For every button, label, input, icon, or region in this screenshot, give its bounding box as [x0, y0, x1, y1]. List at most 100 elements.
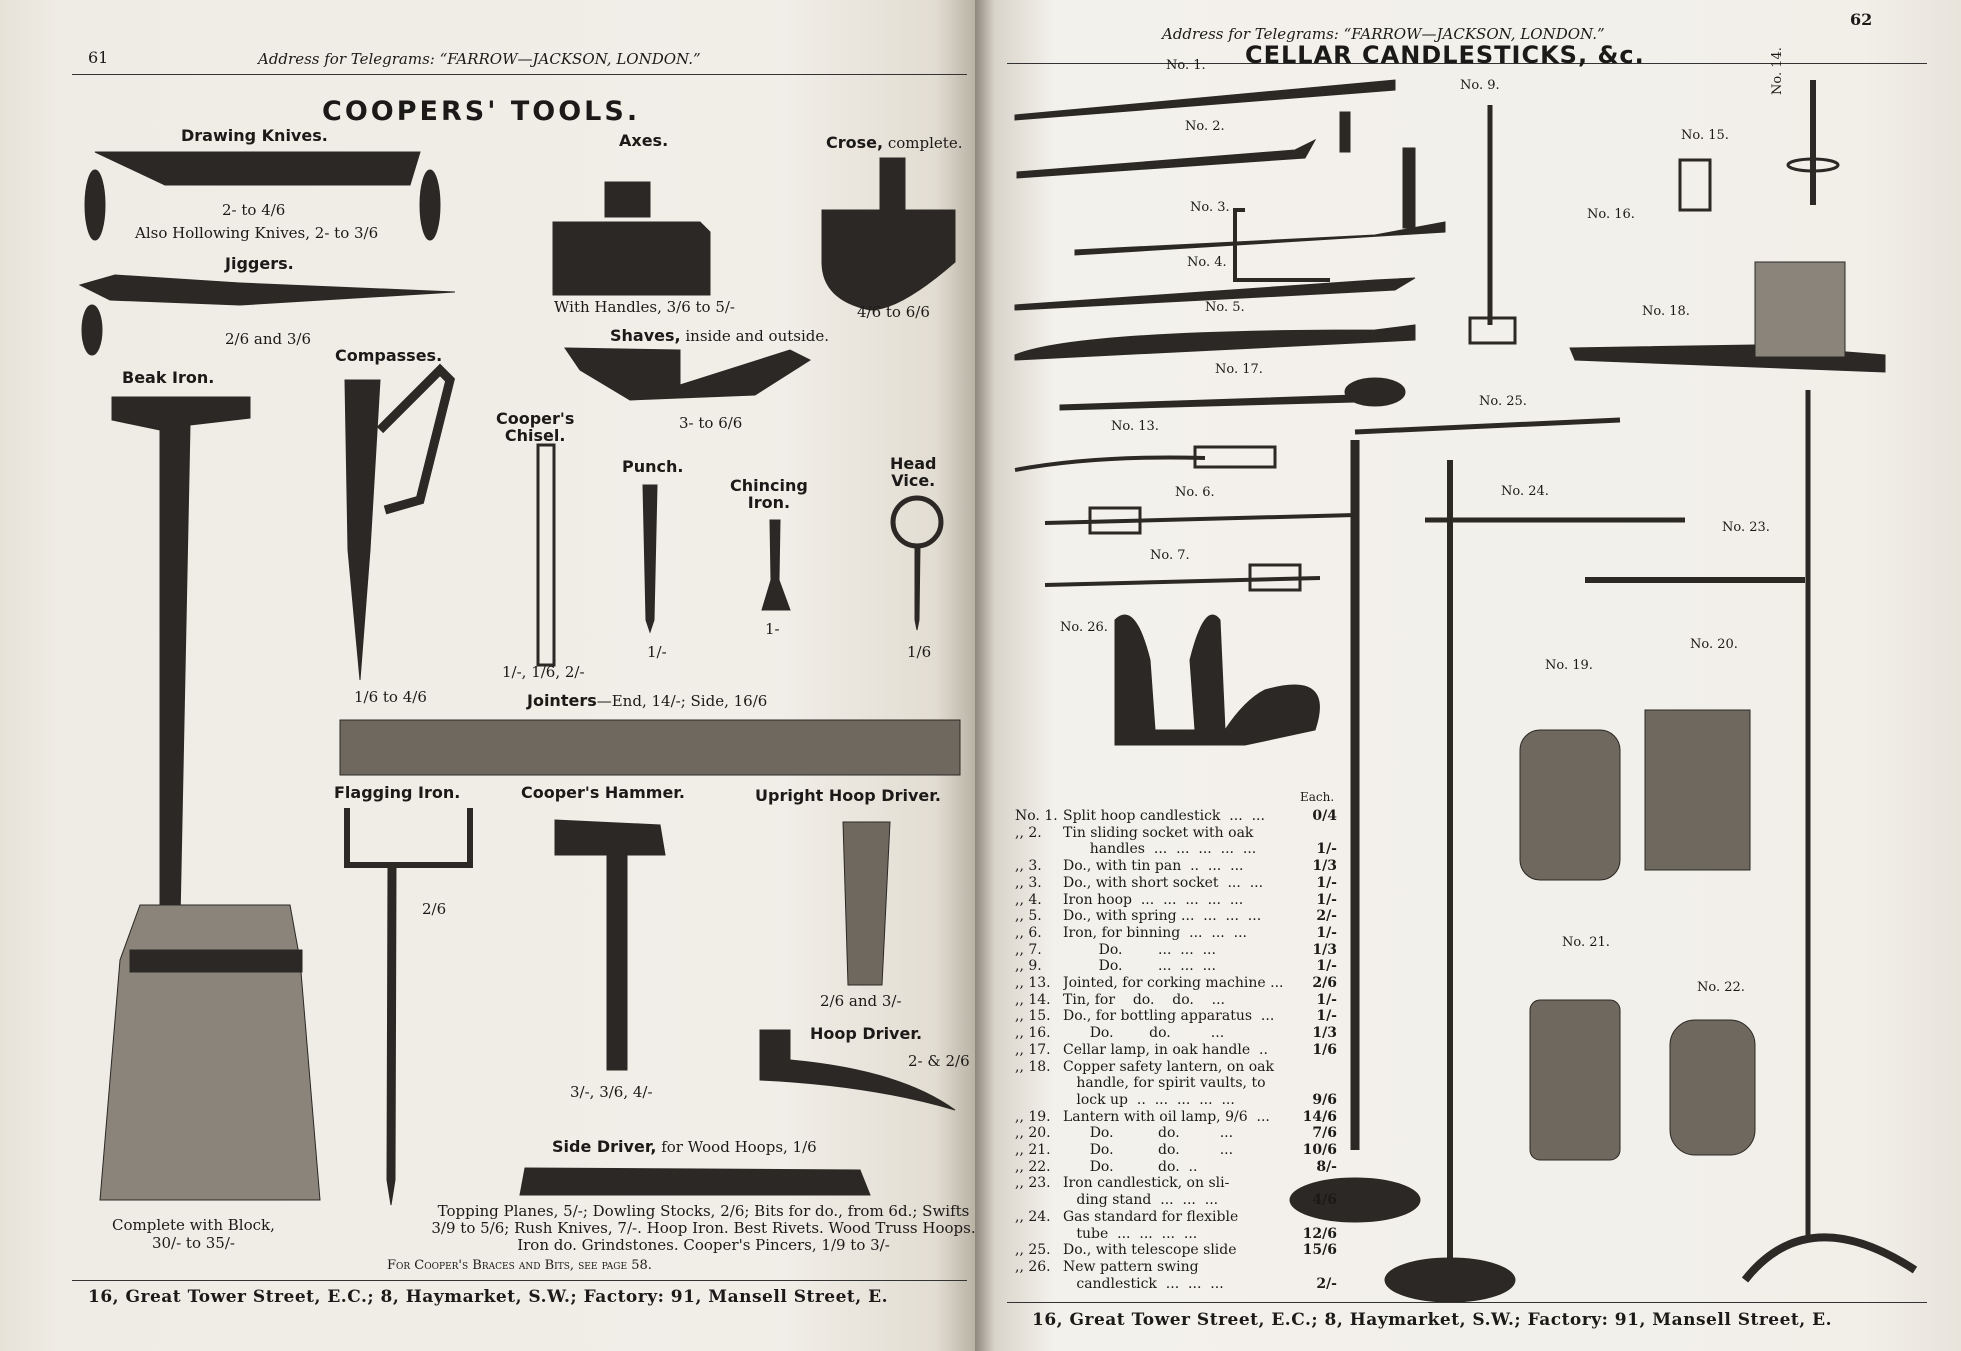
item-number: ,, 13. [1015, 975, 1051, 992]
item-number: No. 1. [1015, 808, 1058, 824]
label-no20: No. 20. [1690, 637, 1738, 652]
item-description: lock up .. ... ... ... ... [1063, 1091, 1235, 1108]
item-price: 1/6 [1312, 1041, 1337, 1058]
axes-label: Axes. [619, 131, 669, 150]
price-row: ,, 23.Iron candlestick, on sli- [1015, 1175, 1337, 1192]
item-number: ,, 14. [1015, 991, 1051, 1008]
footer-rule [1007, 1302, 1927, 1303]
drawing-knife-illustration [94, 151, 421, 186]
item-description: ding stand ... ... ... [1063, 1192, 1219, 1209]
no22-lantern-illustration [1669, 1019, 1756, 1156]
footer-address: 16, Great Tower Street, E.C.; 8, Haymark… [88, 1287, 888, 1307]
crose-price: 4/6 to 6/6 [857, 303, 930, 321]
item-price: 7/6 [1312, 1125, 1337, 1142]
price-row: ,, 17.Cellar lamp, in oak handle ..1/6 [1015, 1042, 1337, 1059]
item-price: 9/6 [1312, 1091, 1337, 1108]
item-description: Do., with tin pan .. ... ... [1063, 858, 1244, 875]
item-description: New pattern swing [1063, 1258, 1199, 1275]
see-also-note: For Cooper's Braces and Bits, see page 5… [387, 1258, 652, 1273]
no3-illustration [1074, 221, 1446, 256]
chincing-label-1: Chincing [730, 476, 808, 495]
chisel-price: 1/-, 1/6, 2/- [502, 663, 585, 681]
telegram-address: Address for Telegrams: “FARROW—JACKSON, … [1162, 25, 1605, 43]
item-description: Lantern with oil lamp, 9/6 ... [1063, 1108, 1270, 1125]
price-row: ,, 2.Tin sliding socket with oak [1015, 825, 1337, 842]
label-no3: No. 3. [1190, 200, 1230, 215]
barrel-block-illustration [99, 904, 321, 1201]
no16-illustration [1233, 208, 1330, 282]
price-row: No. 1.Split hoop candlestick ... ...0/4 [1015, 808, 1337, 825]
beak-iron-illustration [111, 396, 251, 921]
coopers-hammer-label: Cooper's Hammer. [521, 783, 685, 802]
upright-hoop-driver-price: 2/6 and 3/- [820, 992, 902, 1010]
item-description: tube ... ... ... ... [1063, 1225, 1198, 1242]
item-number: ,, 3. [1015, 874, 1042, 891]
label-no16: No. 16. [1587, 207, 1635, 222]
side-driver-label: Side Driver, for Wood Hoops, 1/6 [552, 1137, 817, 1156]
item-price: 2/- [1316, 1275, 1337, 1292]
item-number: ,, 26. [1015, 1258, 1051, 1275]
flagging-iron-price: 2/6 [422, 900, 447, 918]
no19-lantern-illustration [1519, 729, 1621, 881]
footer-rule [72, 1280, 967, 1281]
upright-hoop-driver-illustration [842, 821, 891, 986]
label-no18: No. 18. [1642, 304, 1690, 319]
coopers-hammer-price: 3/-, 3/6, 4/- [570, 1083, 653, 1101]
item-price: 1/3 [1312, 941, 1337, 958]
head-vice-illustration [890, 495, 944, 549]
item-price: 4/6 [1312, 1192, 1337, 1209]
punch-illustration [642, 484, 658, 634]
price-row: ,, 3.Do., with short socket ... ...1/- [1015, 875, 1337, 892]
item-price [1297, 1259, 1337, 1276]
item-description: Do., for bottling apparatus ... [1063, 1008, 1275, 1025]
item-description: Do. ... ... ... [1063, 958, 1216, 975]
no21-lantern-illustration [1529, 999, 1621, 1161]
item-number: ,, 24. [1015, 1208, 1051, 1225]
crose-name: Crose, [826, 133, 884, 152]
telegram-address: Address for Telegrams: “FARROW—JACKSON, … [258, 50, 701, 68]
head-vice-price: 1/6 [907, 643, 932, 661]
no5-illustration [1014, 324, 1416, 361]
label-no26: No. 26. [1060, 620, 1108, 635]
label-no6: No. 6. [1175, 485, 1215, 500]
block-line-1: Complete with Block, [112, 1216, 275, 1234]
crose-suffix: complete. [887, 134, 963, 152]
price-row: ,, 4.Iron hoop ... ... ... ... ...1/- [1015, 892, 1337, 909]
jointers-price: —End, 14/-; Side, 16/6 [596, 692, 768, 710]
item-description: Do., with spring ... ... ... ... [1063, 908, 1262, 925]
label-no15: No. 15. [1681, 128, 1729, 143]
jointer-illustration [339, 719, 961, 776]
label-no14: No. 14. [1770, 47, 1785, 95]
item-description: Do. do. .. [1063, 1158, 1198, 1175]
price-row: ,, 9. Do. ... ... ...1/- [1015, 958, 1337, 975]
item-number: ,, 2. [1015, 824, 1042, 841]
price-row: ,, 13.Jointed, for corking machine ...2/… [1015, 975, 1337, 992]
item-number: ,, 19. [1015, 1108, 1051, 1125]
drawing-knives-label: Drawing Knives. [181, 126, 328, 145]
sundries-paragraph: Topping Planes, 5/-; Dowling Stocks, 2/6… [431, 1202, 976, 1254]
price-row: handle, for spirit vaults, to [1015, 1075, 1337, 1092]
no17-illustration [1059, 394, 1356, 411]
footer-address: 16, Great Tower Street, E.C.; 8, Haymark… [1032, 1310, 1832, 1330]
price-row: candlestick ... ... ...2/- [1015, 1276, 1337, 1293]
crose-illustration [821, 209, 956, 311]
jointers-label: Jointers—End, 14/-; Side, 16/6 [527, 691, 767, 710]
item-price [1297, 825, 1337, 842]
price-row: ,, 14.Tin, for do. do. ...1/- [1015, 992, 1337, 1009]
item-number [1015, 1075, 1063, 1092]
item-price: 0/4 [1312, 808, 1337, 824]
item-number: ,, 9. [1015, 958, 1042, 975]
chisel-label-2: Chisel. [504, 426, 566, 445]
upright-hoop-driver-label: Upright Hoop Driver. [755, 786, 941, 805]
item-number: ,, 18. [1015, 1058, 1051, 1075]
label-no4: No. 4. [1187, 255, 1227, 270]
item-description: Jointed, for corking machine ... [1063, 975, 1284, 992]
jointers-name: Jointers [527, 691, 597, 710]
price-row: ,, 5.Do., with spring ... ... ... ...2/- [1015, 908, 1337, 925]
page-number: 61 [88, 48, 109, 67]
item-number: ,, 20. [1015, 1125, 1051, 1142]
shaves-name: Shaves, [610, 326, 681, 345]
chincing-label-2: Iron. [747, 493, 791, 512]
shaves-suffix: inside and outside. [685, 327, 830, 345]
